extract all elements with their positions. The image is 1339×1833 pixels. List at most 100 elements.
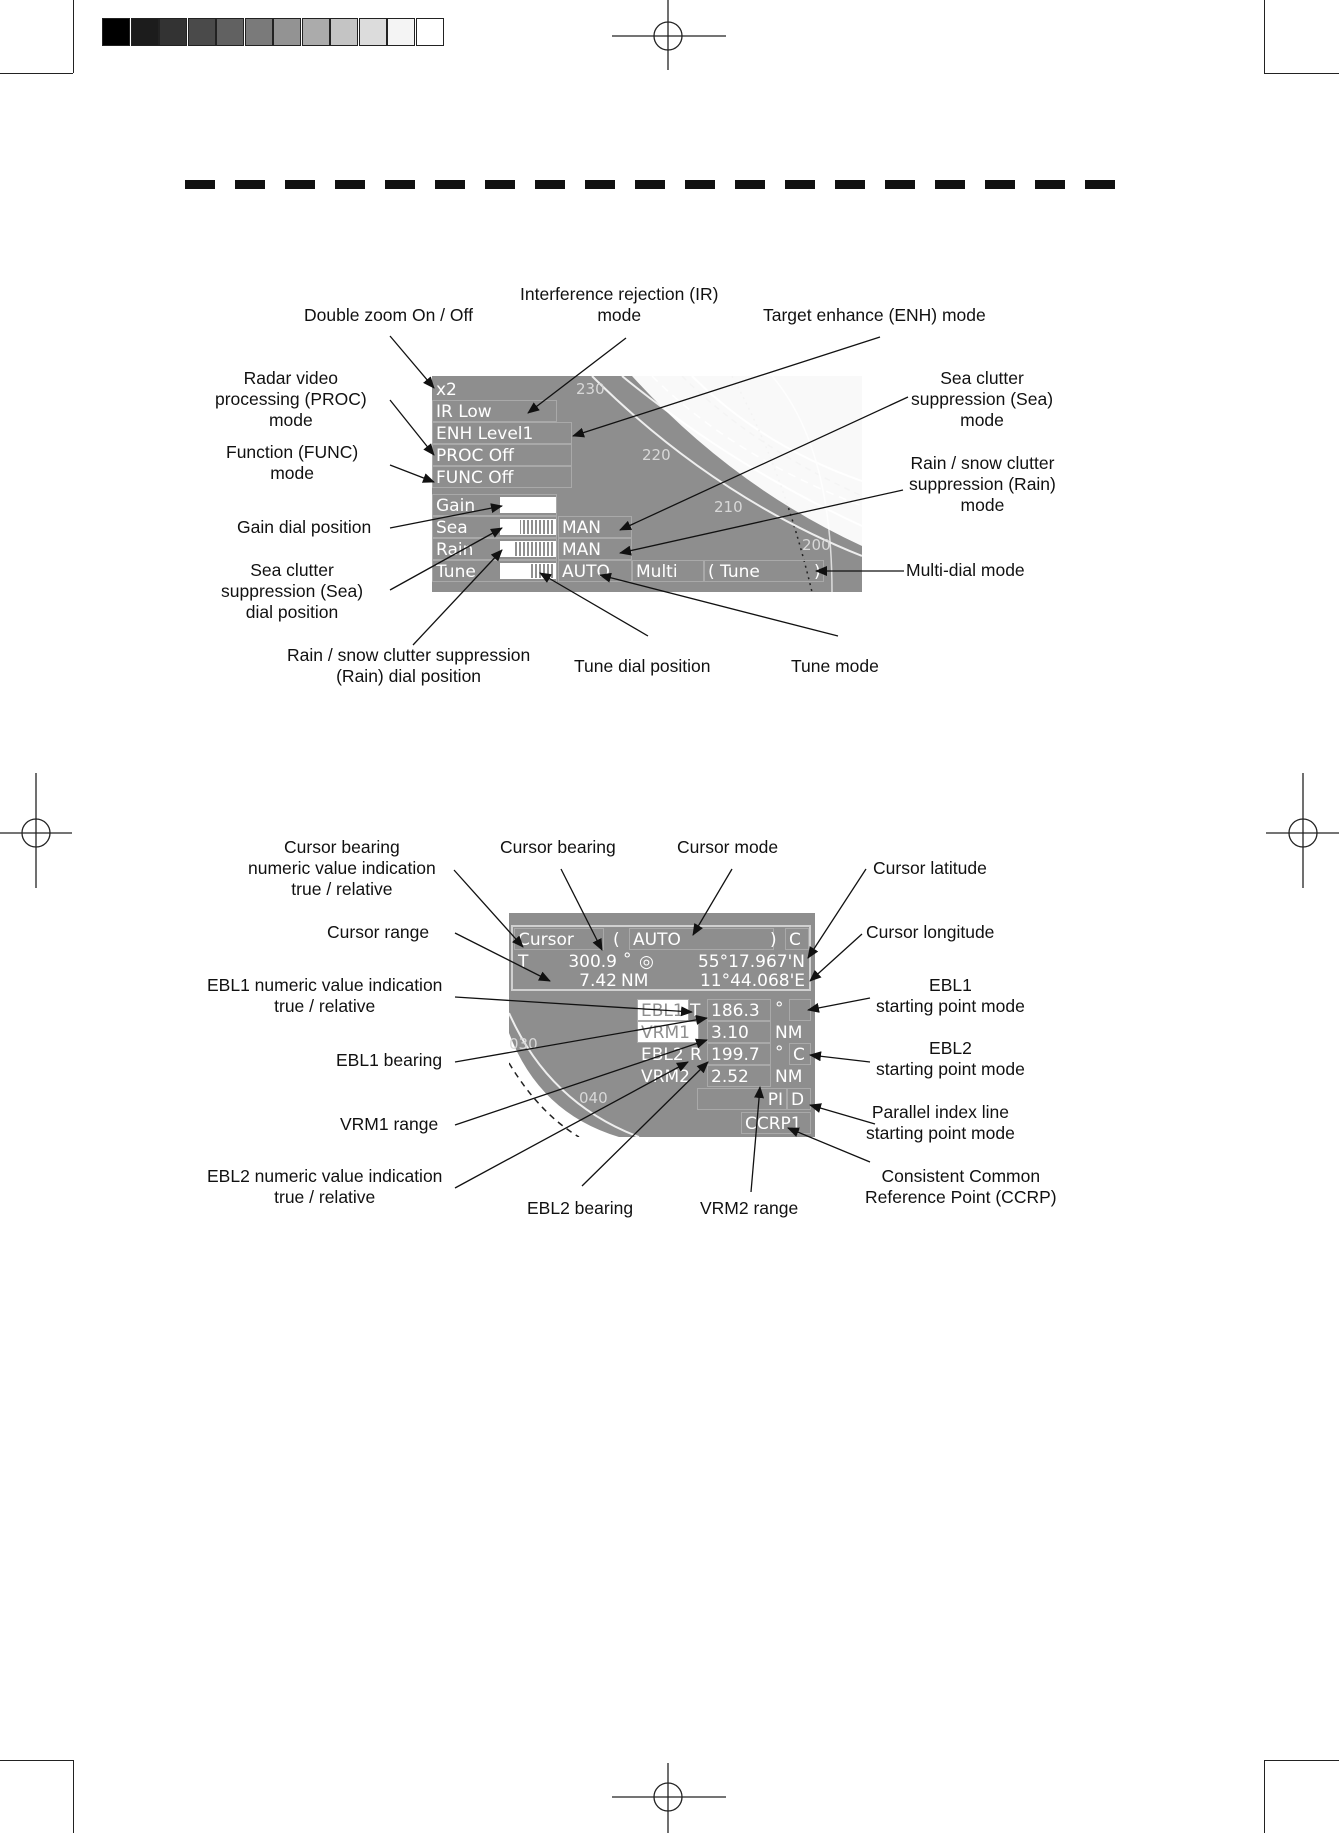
ebl2-bearing-value: 199.7 [707,1043,771,1065]
pi-start-mode[interactable]: D [787,1088,811,1110]
gray-swatch [415,18,444,46]
label-line: Consistent Common [881,1166,1041,1186]
gray-swatch [159,18,187,46]
label-ebl2-start: EBL2 starting point mode [876,1038,1025,1080]
crop-mark [0,73,73,74]
arrow-ir [527,337,627,414]
zoom-indicator[interactable]: x2 [436,380,457,400]
scale-230: 230 [576,380,605,398]
arrow-cursor-range [454,932,551,982]
arrow-ebl2-ind [454,1061,689,1189]
arrow-sea-mode [619,396,909,531]
label-ebl2-ind: EBL2 numeric value indication true / rel… [207,1166,442,1208]
arrow-rain-dial [412,549,503,646]
label-line: EBL1 numeric value indication [207,975,443,995]
enh-mode-button[interactable]: ENH Level1 [432,422,572,444]
cursor-true-relative[interactable]: T [518,952,529,972]
label-tune-dial: Tune dial position [574,656,711,676]
arrow-enh [572,336,881,438]
label-line: true / relative [274,1187,376,1207]
gray-swatch [301,18,330,46]
label-vrm1-range: VRM1 range [340,1114,439,1134]
label-sea-mode: Sea clutter suppression (Sea) mode [911,368,1053,431]
ebl2-degree: ° [775,1043,784,1063]
label-line: suppression (Sea) [911,389,1054,409]
label-cursor-range: Cursor range [327,922,430,942]
gray-swatch [130,18,159,46]
scale-220: 220 [642,446,671,464]
tune-mode-button[interactable]: AUTO [558,560,632,582]
arrow-ebl2-bearing [581,1061,709,1187]
multi-label: Multi [632,560,704,582]
vrm2-range-value: 2.52 [707,1065,771,1087]
arrow-tune-mode [599,572,839,637]
label-line: Cursor bearing [284,837,400,857]
gray-swatch [358,18,387,46]
label-line: Sea clutter [250,560,334,580]
label-proc-mode: Radar video processing (PROC) mode [215,368,367,431]
cursor-latlon-mode[interactable]: C [785,928,809,950]
label-line: starting point mode [876,1059,1025,1079]
radar-screen-bottom: 030 040 Cursor ( AUTO ) C T 300.9 ° ◎ 55… [509,913,815,1137]
scale-200: 200 [802,536,831,554]
label-line: mode [268,410,313,430]
cursor-range-value: 7.42 [579,971,617,991]
label-cursor-mode: Cursor mode [677,837,779,857]
label-rain-mode: Rain / snow clutter suppression (Rain) m… [909,453,1056,516]
label-line: EBL2 [929,1038,972,1058]
gain-label: Gain [432,494,557,516]
arrow-ebl1-ind [454,996,693,1017]
label-line: starting point mode [866,1123,1015,1143]
label-ebl2-bearing: EBL2 bearing [527,1198,634,1218]
ebl1-true-relative[interactable]: T [690,1001,701,1021]
crop-mark [1264,73,1339,74]
label-line: suppression (Rain) [909,474,1056,494]
crop-mark [1264,1760,1265,1833]
gray-swatch [273,18,301,46]
ir-mode-button[interactable]: IR Low [432,400,557,422]
sea-dial-bar[interactable] [500,519,556,535]
crop-mark [1264,0,1265,73]
arrow-gain [389,503,503,529]
crop-mark [73,1760,74,1833]
label-line: (Rain) dial position [336,666,482,686]
arrow-ebl1-start [807,997,871,1013]
label-tune-mode: Tune mode [791,656,879,676]
arrow-ccrp [787,1127,871,1163]
label-pi-start: Parallel index line starting point mode [866,1102,1015,1144]
label-ebl1-start: EBL1 starting point mode [876,975,1025,1017]
crop-mark [0,1760,73,1761]
vrm2-unit: NM [775,1067,803,1087]
ebl2-true-relative[interactable]: R [690,1045,702,1065]
label-line: numeric value indication [248,858,436,878]
arrow-vrm2-range [750,1086,765,1193]
arrow-double-zoom [389,335,435,389]
label-cursor-latitude: Cursor latitude [873,858,987,878]
arrow-pi-start [809,1103,876,1125]
label-line: EBL1 [929,975,972,995]
gray-swatch [244,18,273,46]
pi-button[interactable]: PI [697,1088,787,1110]
paren-close: ) [770,930,777,950]
label-double-zoom: Double zoom On / Off [304,305,473,325]
label-rain-dial: Rain / snow clutter suppression (Rain) d… [287,645,530,687]
arrow-cursor-bearing [560,868,603,951]
radar-screen-top: 230 220 210 200 x2 IR Low ENH Level1 PRO… [432,376,862,592]
ebl1-degree: ° [775,999,784,1019]
label-line: processing (PROC) [215,389,367,409]
gray-swatch [387,18,415,46]
label-gain-dial: Gain dial position [237,517,372,537]
vrm2-button[interactable]: VRM2 [641,1067,690,1087]
rain-dial-bar[interactable] [500,541,556,557]
scale-040: 040 [579,1089,608,1107]
label-line: true / relative [291,879,393,899]
cursor-latitude-value: 55°17.967'N [697,952,805,972]
vrm1-unit: NM [775,1023,803,1043]
gain-dial-bar[interactable] [500,497,556,513]
target-icon[interactable]: ◎ [639,952,654,972]
arrow-cursor-mode [692,868,733,936]
vrm1-range-value: 3.10 [707,1021,771,1043]
arrow-ebl1-bearing [454,1014,708,1063]
label-line: mode [270,463,315,483]
label-line: mode [597,305,642,325]
